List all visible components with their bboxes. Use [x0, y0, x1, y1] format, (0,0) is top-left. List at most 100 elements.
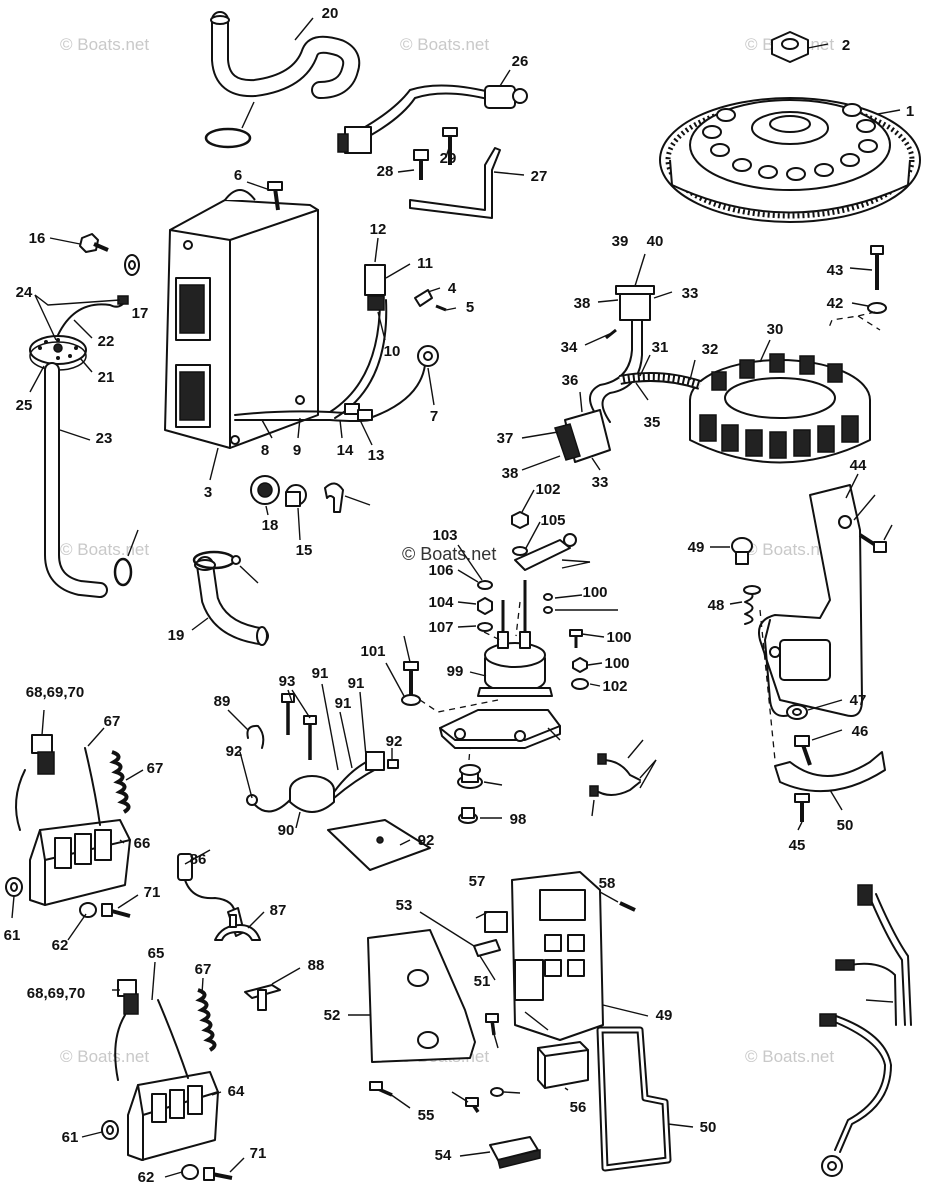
mounting-screw[interactable] — [442, 127, 458, 165]
callout-label: 31 — [652, 339, 669, 356]
callout-label: 49 — [656, 1007, 673, 1024]
callout-label: 101 — [360, 643, 385, 660]
ignition-module-upper[interactable] — [15, 747, 131, 906]
callout-label: 43 — [827, 262, 844, 279]
callout-label: 49 — [688, 539, 705, 556]
hose-clamp[interactable] — [192, 550, 241, 570]
ignition-module-lower[interactable] — [114, 999, 219, 1161]
washer[interactable] — [786, 704, 808, 720]
solenoid-bolt[interactable] — [401, 661, 421, 706]
mounting-plate[interactable] — [439, 709, 561, 749]
callout-label: 48 — [708, 597, 725, 614]
callout-label: 93 — [279, 673, 296, 690]
callout-label: 33 — [682, 285, 699, 302]
starter-solenoid[interactable] — [477, 580, 553, 697]
watermark-text: © Boats.net — [745, 540, 834, 559]
callout-label: 57 — [469, 873, 486, 890]
connector[interactable] — [117, 979, 139, 1015]
battery-cables[interactable] — [819, 884, 912, 1177]
watermark-text: © Boats.net — [60, 540, 149, 559]
callout-label: 90 — [278, 822, 295, 839]
hose-clamp[interactable] — [113, 557, 133, 587]
temperature-switch[interactable] — [589, 753, 641, 797]
starter-bracket[interactable] — [758, 484, 863, 717]
retainer-strap[interactable] — [774, 751, 886, 793]
screw[interactable] — [794, 793, 810, 822]
spring[interactable] — [109, 750, 131, 814]
callout-label: 38 — [502, 465, 519, 482]
callout-label: 50 — [837, 817, 854, 834]
sensor-harness[interactable] — [337, 84, 528, 154]
electrical-cover[interactable] — [367, 929, 476, 1063]
callout-label: 1 — [906, 103, 914, 120]
callout-label: 22 — [98, 333, 115, 350]
bushing[interactable] — [458, 807, 478, 824]
wire-clip[interactable] — [414, 289, 447, 312]
hose-upper[interactable] — [210, 11, 361, 99]
callout-label: 25 — [16, 397, 33, 414]
stator-harness[interactable] — [554, 285, 702, 463]
grommet[interactable] — [457, 764, 483, 789]
connector[interactable] — [31, 734, 55, 775]
callout-label: 6 — [234, 167, 242, 184]
callout-label: 33 — [592, 474, 609, 491]
pack-screw[interactable] — [267, 181, 283, 211]
part-callouts: 20 2 1 26 29 28 27 6 16 17 12 11 4 5 10 … — [4, 5, 915, 1186]
callout-label: 68,69,70 — [27, 985, 85, 1002]
hardware[interactable] — [5, 877, 131, 918]
callout-label: 67 — [104, 713, 121, 730]
bolt[interactable] — [413, 149, 429, 180]
callout-label: 26 — [512, 53, 529, 70]
flywheel-nut[interactable] — [771, 31, 809, 63]
wire-clip[interactable] — [214, 914, 261, 941]
gasket[interactable] — [596, 1026, 672, 1172]
bumper[interactable] — [731, 537, 753, 565]
bushing[interactable] — [285, 484, 307, 507]
wire-clip[interactable] — [246, 724, 265, 749]
callout-label: 71 — [250, 1145, 267, 1162]
ground-clip[interactable] — [324, 482, 344, 513]
fuel-sender[interactable] — [29, 295, 129, 598]
grommet[interactable] — [250, 475, 280, 505]
flywheel[interactable] — [659, 97, 921, 223]
fuse-holder[interactable] — [489, 1136, 541, 1169]
solenoid-screws[interactable] — [569, 629, 589, 690]
bracket-screw[interactable] — [858, 533, 887, 553]
callout-label: 53 — [396, 897, 413, 914]
coil-plate[interactable] — [327, 819, 431, 871]
fuse-screw[interactable] — [619, 901, 636, 912]
hose-clamp[interactable] — [204, 127, 252, 149]
power-pack[interactable] — [164, 189, 319, 449]
callout-label: 89 — [214, 693, 231, 710]
sensor-bracket[interactable] — [409, 147, 501, 219]
relay[interactable] — [537, 1041, 589, 1089]
callout-label: 14 — [337, 442, 354, 459]
callout-label: 7 — [430, 408, 438, 425]
washer[interactable] — [124, 254, 140, 276]
callout-label: 29 — [440, 150, 457, 167]
callout-label: 42 — [827, 295, 844, 312]
wire-clip[interactable] — [244, 984, 281, 1011]
bolt[interactable] — [794, 735, 812, 766]
callout-label: 91 — [312, 665, 329, 682]
hardware[interactable] — [101, 1120, 233, 1181]
stator-screw[interactable] — [867, 245, 887, 314]
callout-label: 56 — [570, 1099, 587, 1116]
stator[interactable] — [689, 353, 871, 464]
spring[interactable] — [743, 585, 761, 625]
callout-label: 47 — [850, 692, 867, 709]
hose-lower[interactable] — [194, 556, 269, 646]
callout-label: 3 — [204, 484, 212, 501]
callout-label: 16 — [29, 230, 46, 247]
sender-screw[interactable] — [79, 233, 109, 253]
solenoid-hardware[interactable] — [477, 511, 577, 632]
callout-label: 92 — [386, 733, 403, 750]
callout-label: 50 — [700, 1119, 717, 1136]
spring[interactable] — [195, 988, 217, 1052]
small-screws[interactable] — [369, 1013, 504, 1113]
screws[interactable] — [281, 693, 317, 760]
callout-label: 99 — [447, 663, 464, 680]
ignition-coil[interactable] — [246, 751, 399, 813]
fuse-block[interactable] — [473, 871, 604, 1041]
callout-label: 102 — [602, 678, 627, 695]
